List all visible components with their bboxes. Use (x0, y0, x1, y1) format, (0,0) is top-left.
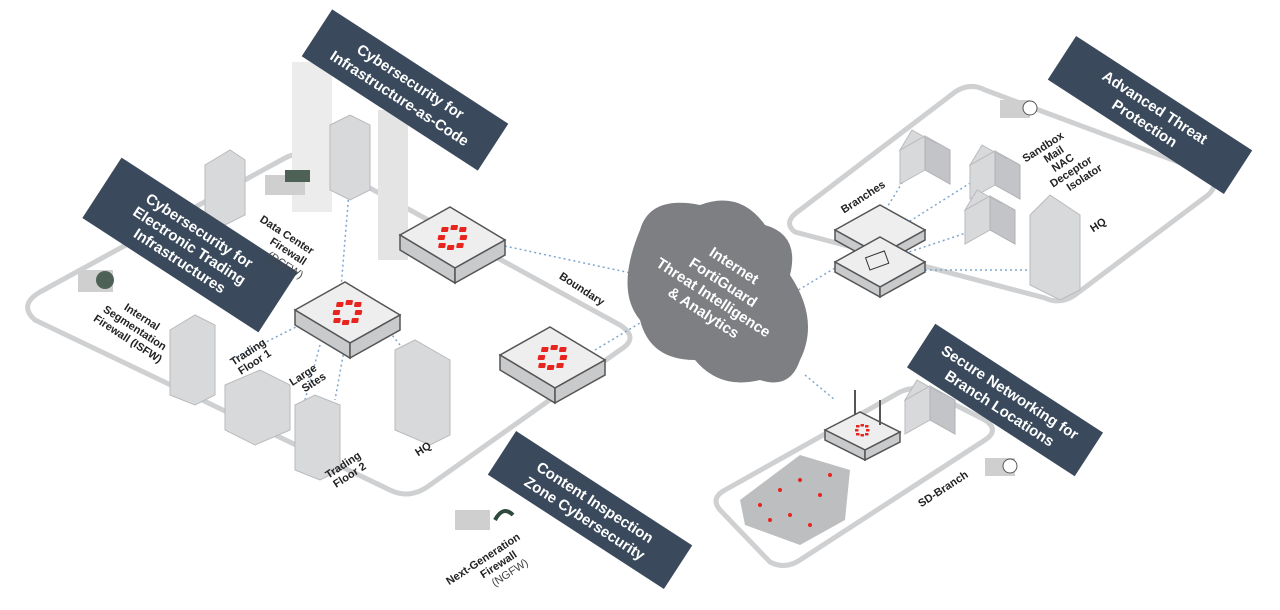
hq-right-building (1029, 194, 1081, 301)
trading-floor-1-building (169, 314, 216, 406)
sd-branch-router (823, 390, 902, 462)
network-links (229, 169, 1040, 401)
hq-left-building (394, 339, 451, 446)
ngfw-icon (455, 509, 515, 530)
us-map (740, 455, 850, 545)
trading-floor-2-building (294, 394, 341, 481)
internet-cloud: Internet FortiGuard Threat Intelligence … (627, 200, 808, 383)
isfw-icon (78, 270, 114, 292)
large-sites-building (224, 369, 291, 446)
sd-branch-icon (985, 458, 1018, 476)
label-ngfw: Next-Generation Firewall (NGFW) (444, 531, 530, 589)
data-center-buildings (204, 62, 408, 260)
mail-appliance (833, 236, 927, 299)
sandbox-icon (1000, 100, 1038, 118)
